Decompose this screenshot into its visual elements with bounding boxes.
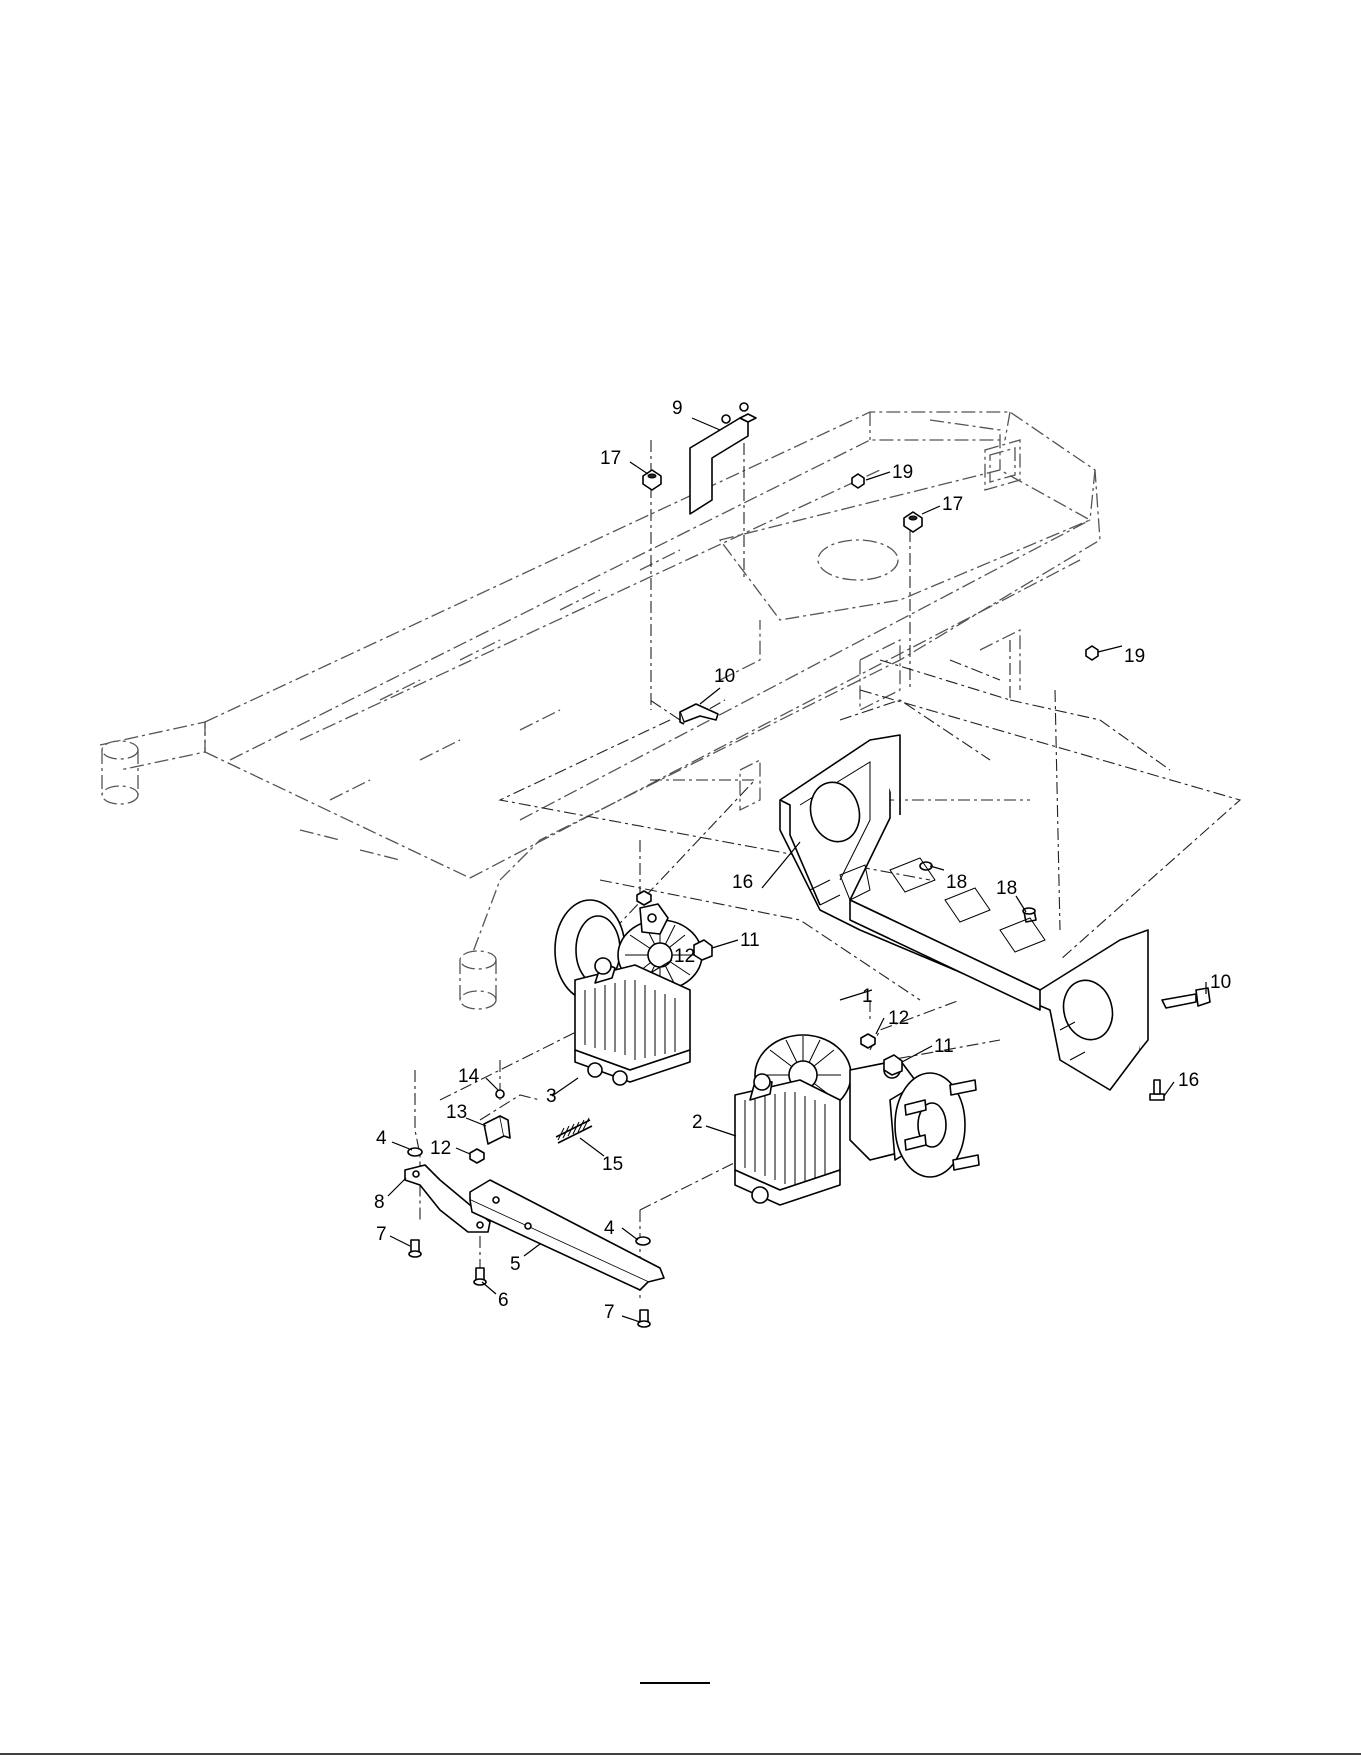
part-7-bolt-left	[409, 1240, 421, 1257]
callout-4: 4	[604, 1218, 615, 1239]
callout-16: 16	[732, 872, 753, 893]
part-2-right-transaxle	[735, 1035, 979, 1205]
part-11-nut-upper	[694, 940, 712, 960]
callout-10: 10	[1210, 972, 1231, 993]
callout-12: 12	[430, 1138, 451, 1159]
part-4-washer-right	[636, 1237, 650, 1245]
callout-8: 8	[374, 1192, 385, 1213]
part-19-nut-top	[852, 474, 864, 488]
callout-6: 6	[498, 1290, 509, 1311]
callout-10: 10	[714, 666, 735, 687]
part-7-bolt-right	[638, 1310, 650, 1327]
part-6-bolt	[474, 1268, 486, 1285]
part-12-nut-upper	[637, 891, 651, 905]
part-11-nut-lower	[884, 1055, 902, 1075]
page-rules	[0, 1683, 1361, 1754]
callout-19: 19	[1124, 646, 1145, 667]
callout-9: 9	[672, 398, 683, 419]
callout-18: 18	[996, 878, 1017, 899]
callout-11: 11	[934, 1036, 954, 1057]
callout-13: 13	[446, 1102, 467, 1123]
callout-17: 17	[600, 448, 621, 469]
part-16-bolt-lower	[1150, 1080, 1164, 1100]
callout-4: 4	[376, 1128, 387, 1149]
callout-2: 2	[692, 1112, 703, 1133]
callout-7: 7	[376, 1224, 387, 1245]
callout-16: 16	[1178, 1070, 1199, 1091]
callout-7: 7	[604, 1302, 615, 1323]
part-5-control-arm	[470, 1180, 664, 1290]
callout-18: 18	[946, 872, 967, 893]
callout-14: 14	[458, 1066, 480, 1087]
callout-19: 19	[892, 462, 913, 483]
callout-12: 12	[888, 1008, 909, 1029]
part-10-bolt-right	[1162, 988, 1210, 1008]
part-13-switch-bracket	[484, 1116, 510, 1144]
part-1-transmission-mount-frame	[780, 735, 1148, 1090]
callout-17: 17	[942, 494, 963, 515]
part-19-nut-right	[1086, 646, 1098, 660]
part-14-screw	[496, 1090, 504, 1098]
part-12-nut-lower	[470, 1149, 484, 1163]
callout-5: 5	[510, 1254, 521, 1275]
callout-11: 11	[740, 930, 760, 951]
part-3-left-transaxle	[555, 900, 702, 1085]
part-17-nut-right	[904, 512, 922, 532]
part-12-nut-middle	[861, 1034, 875, 1048]
part-15-spring	[556, 1118, 592, 1143]
callout-12: 12	[674, 946, 695, 967]
callout-3: 3	[546, 1086, 557, 1107]
part-9-bracket	[690, 403, 756, 514]
callout-1: 1	[862, 986, 873, 1007]
callout-15: 15	[602, 1154, 623, 1175]
